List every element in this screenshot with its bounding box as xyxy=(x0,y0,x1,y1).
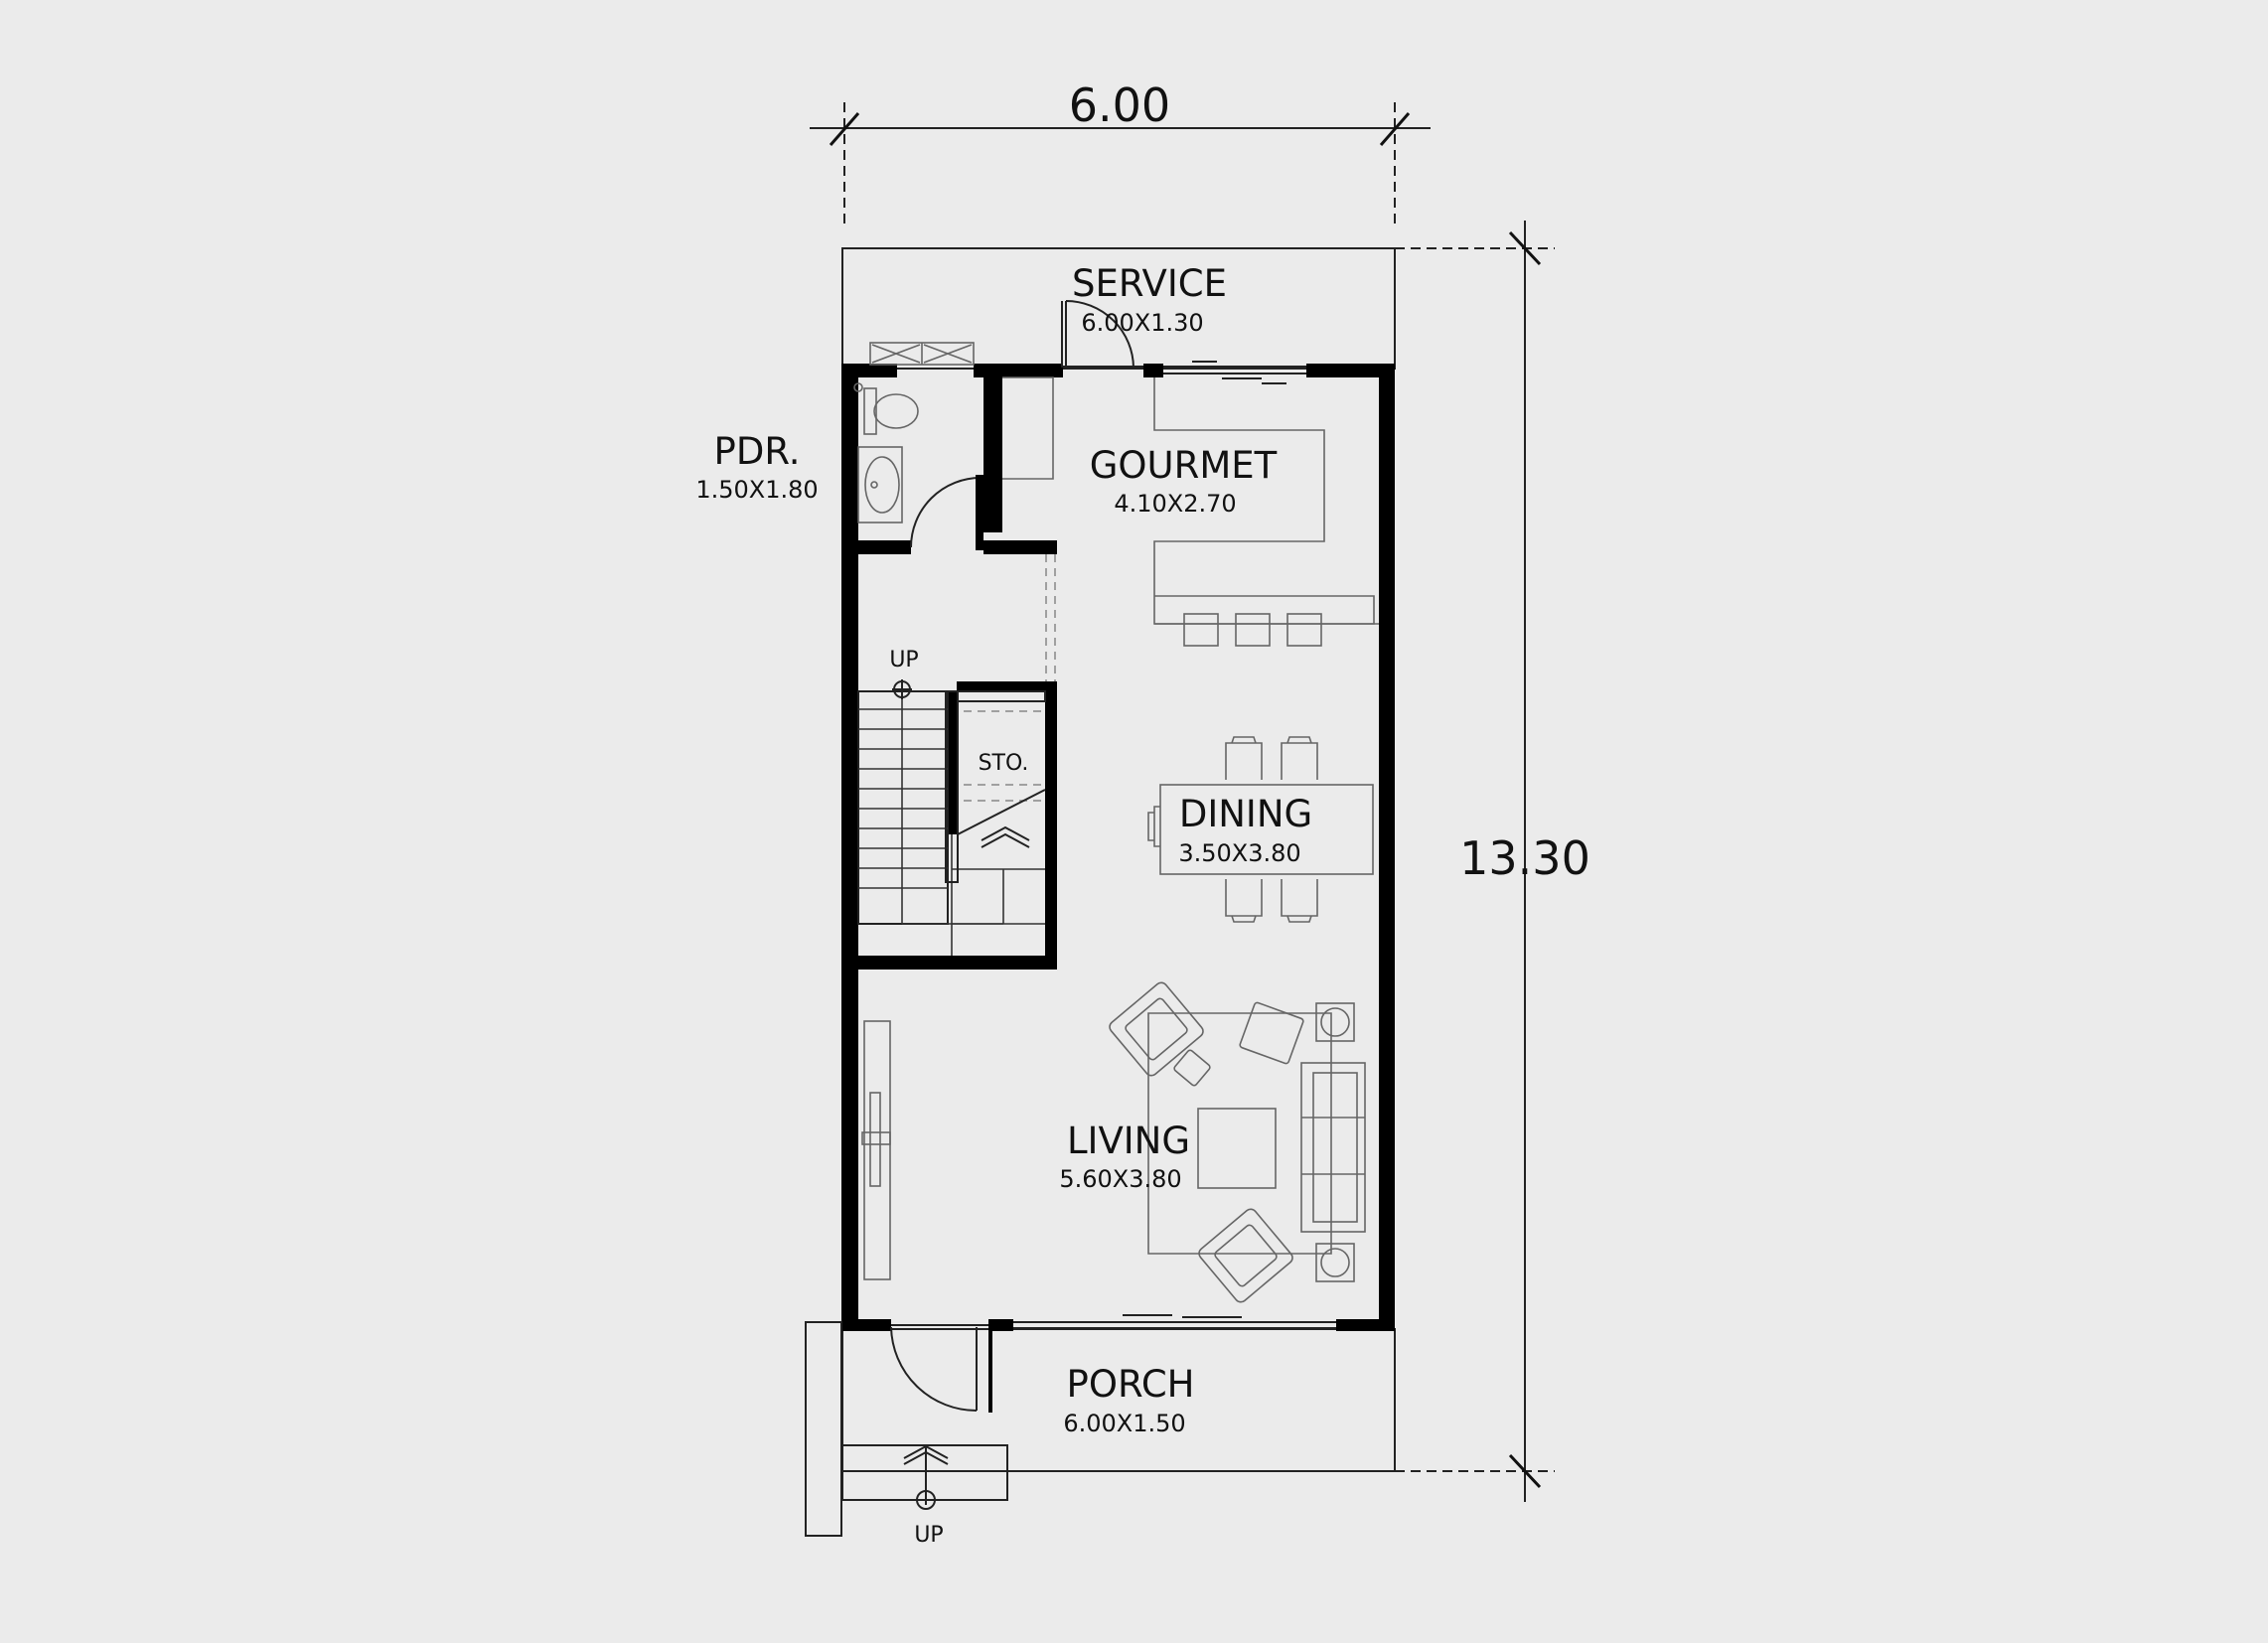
pdr-fixtures xyxy=(853,342,983,550)
interior-stairs[interactable]: UP xyxy=(857,648,1045,956)
living-furniture xyxy=(861,981,1366,1303)
storage-room: STO. xyxy=(957,690,1046,835)
porch-elements xyxy=(805,1321,1008,1537)
windows xyxy=(891,366,1336,1329)
walls xyxy=(841,364,1395,1331)
depth-dimension-label: 13.30 xyxy=(1459,831,1590,885)
dining-furniture xyxy=(1147,736,1374,923)
gourmet-kitchen-fixtures xyxy=(1002,376,1379,681)
porch-up-label: UP xyxy=(914,1523,943,1548)
width-dimension-label: 6.00 xyxy=(1069,78,1170,132)
storage-label: STO. xyxy=(979,751,1029,776)
living-size: 5.60X3.80 xyxy=(1059,1165,1181,1193)
gourmet-name: GOURMET xyxy=(1090,444,1278,487)
porch-name: PORCH xyxy=(1067,1363,1195,1406)
pdr-size: 1.50X1.80 xyxy=(695,476,818,504)
service-size: 6.00X1.30 xyxy=(1081,309,1203,337)
porch-stairs[interactable]: UP xyxy=(914,1490,944,1548)
service-door xyxy=(1061,300,1286,384)
living-name: LIVING xyxy=(1067,1120,1190,1162)
dining-name: DINING xyxy=(1179,793,1312,835)
gourmet-size: 4.10X2.70 xyxy=(1114,490,1236,518)
dining-size: 3.50X3.80 xyxy=(1178,839,1300,867)
width-dimension: 6.00 xyxy=(810,78,1431,228)
porch-size: 6.00X1.50 xyxy=(1063,1410,1185,1437)
service-name: SERVICE xyxy=(1072,262,1227,305)
stair-up-label: UP xyxy=(889,648,918,672)
service-area-outline xyxy=(841,247,1396,370)
pdr-name: PDR. xyxy=(714,430,801,473)
depth-dimension: 13.30 xyxy=(1395,221,1590,1502)
